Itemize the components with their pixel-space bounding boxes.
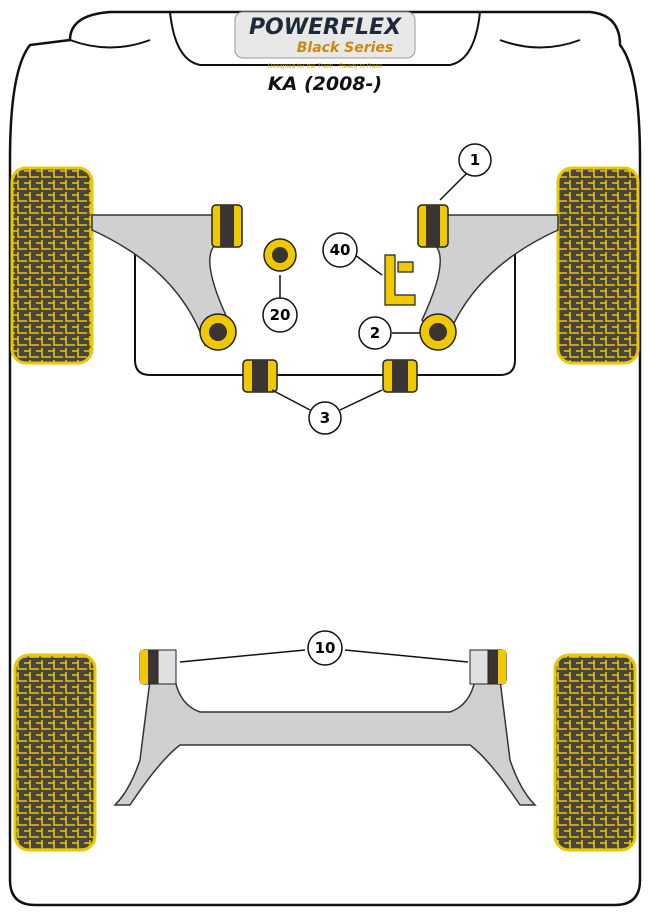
rear-twist-beam (113, 679, 537, 806)
bush-3-right (382, 359, 418, 393)
bush-10-right (469, 649, 507, 685)
bush-20 (263, 238, 297, 272)
bush-1-right (417, 204, 449, 248)
callout-20: 20 (262, 297, 298, 333)
callout-1: 1 (458, 143, 492, 177)
tyre-rear-right (553, 653, 637, 852)
bush-1-left (211, 204, 243, 248)
callout-3: 3 (308, 401, 342, 435)
tyre-front-right (556, 166, 640, 365)
svg-text:40: 40 (330, 241, 351, 259)
callout-2: 2 (358, 316, 392, 350)
callout-40: 40 (322, 232, 358, 268)
bush-40 (384, 254, 416, 306)
subframe (134, 240, 516, 376)
bush-2-right (419, 313, 457, 351)
car-body-outline (8, 10, 642, 907)
powerflex-logo: POWERFLEX Black Series Designed for the … (234, 11, 416, 70)
svg-text:3: 3 (320, 409, 330, 427)
svg-text:10: 10 (315, 639, 336, 657)
svg-text:2: 2 (370, 324, 380, 342)
svg-text:1: 1 (470, 151, 480, 169)
leader-lines (179, 171, 469, 663)
svg-text:20: 20 (270, 306, 291, 324)
tyre-front-left (10, 166, 94, 365)
svg-text:Designed for the Track - Ready: Designed for the Track - Ready to Race (268, 63, 383, 70)
tyre-rear-left (13, 653, 97, 852)
svg-text:POWERFLEX: POWERFLEX (249, 15, 402, 40)
callout-10: 10 (307, 630, 343, 666)
bush-10-left (139, 649, 177, 685)
svg-text:Black Series: Black Series (297, 40, 394, 56)
bush-2-left (199, 313, 237, 351)
bush-3-left (242, 359, 278, 393)
page-title: KA (2008-) (268, 73, 382, 95)
